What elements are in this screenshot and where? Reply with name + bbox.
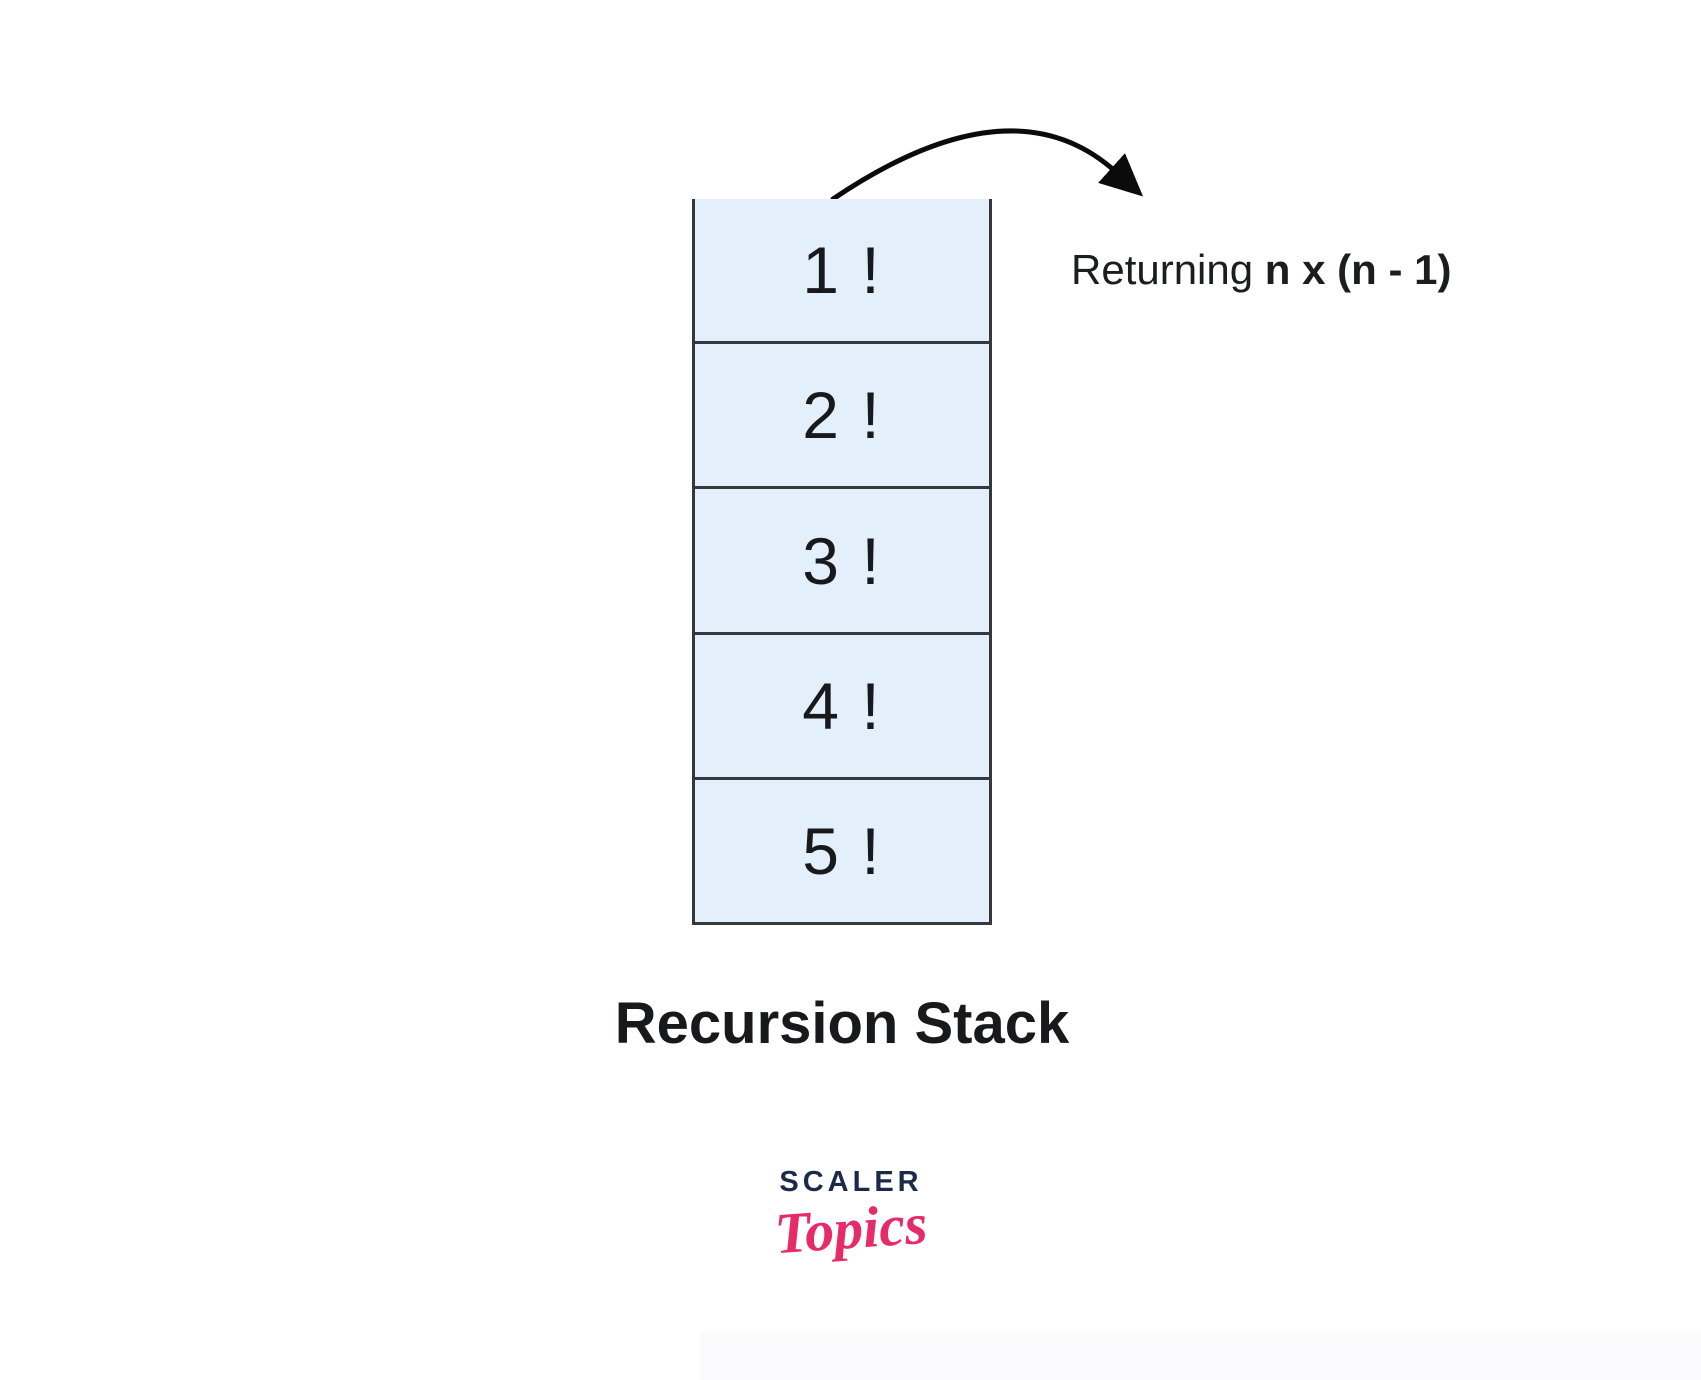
stack-frame-label: 4 ! (802, 668, 882, 743)
recursion-stack: 1 ! 2 ! 3 ! 4 ! 5 ! (692, 199, 992, 925)
stack-frame-2: 2 ! (695, 344, 989, 490)
bottom-strip (700, 1331, 1701, 1380)
stack-frame-label: 1 ! (802, 233, 882, 308)
stack-frame-label: 5 ! (802, 813, 882, 888)
stack-frame-label: 3 ! (802, 523, 882, 598)
returning-annotation-normal: Returning (1071, 246, 1265, 293)
stack-caption: Recursion Stack (614, 991, 1070, 1056)
returning-annotation-formula: n x (n - 1) (1264, 246, 1452, 293)
stack-frame-5: 5 ! (695, 780, 989, 922)
returning-annotation: Returning n x (n - 1) (1071, 246, 1451, 294)
stack-frame-3: 3 ! (695, 489, 989, 635)
logo-wordmark: SCALER (779, 1166, 923, 1198)
stack-frame-4: 4 ! (695, 635, 989, 780)
scaler-topics-logo: SCALER Topics (701, 1166, 1001, 1266)
stack-frame-label: 2 ! (802, 378, 882, 453)
stack-frame-1: 1 ! (695, 199, 989, 345)
